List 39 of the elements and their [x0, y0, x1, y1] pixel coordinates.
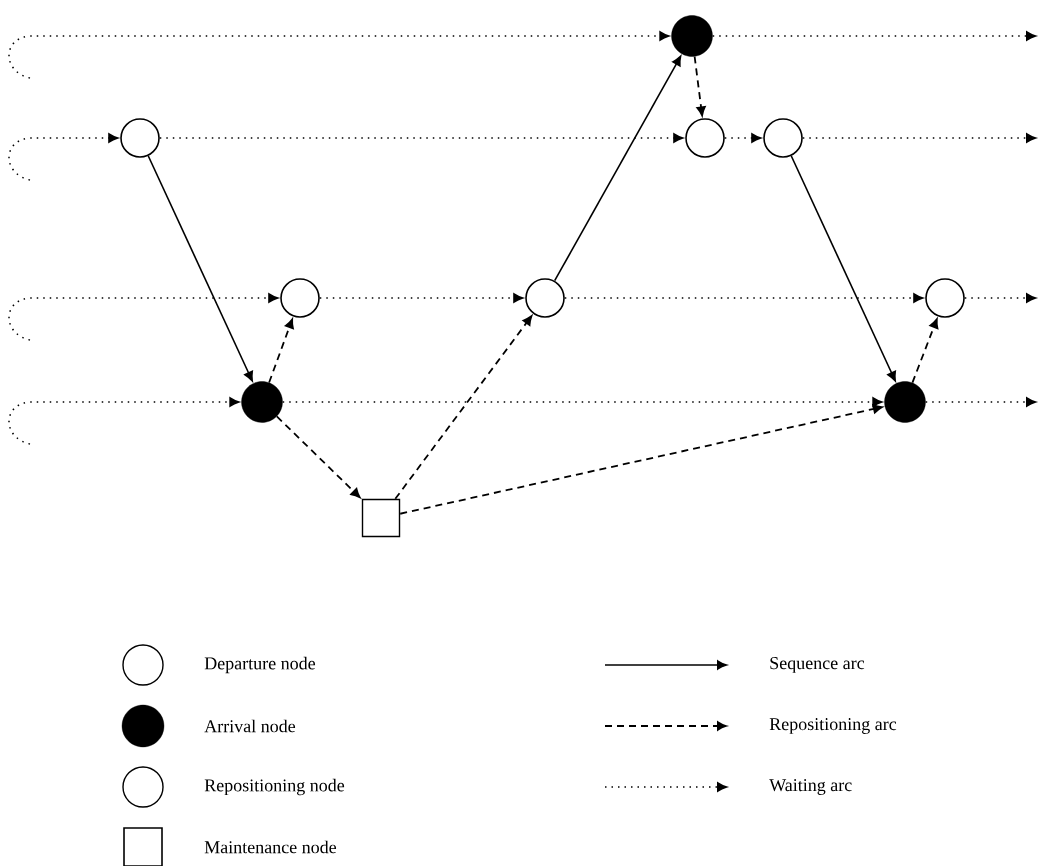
- arrow: [159, 133, 684, 143]
- arrow: [553, 55, 682, 282]
- arrow: [394, 315, 533, 500]
- arrow: [275, 415, 361, 499]
- circle-node: [280, 278, 320, 318]
- legend-label: Sequence arc: [770, 657, 865, 673]
- arrow: [911, 318, 939, 384]
- legend-label: Arrival node: [204, 719, 296, 733]
- arrow: [8, 31, 670, 79]
- circle-node: [763, 118, 803, 158]
- arrow: [268, 318, 294, 384]
- legend-label: Departure node: [204, 656, 316, 674]
- arrow: [147, 155, 253, 382]
- arrow: [802, 133, 1037, 143]
- filled-circle-node: [884, 381, 926, 423]
- circle-node: [925, 278, 965, 318]
- filled-circle-node: [241, 381, 283, 423]
- circle-node: [685, 118, 725, 158]
- arrow: [693, 55, 706, 117]
- arrow: [319, 293, 524, 303]
- legend-label: Repositioning arc: [769, 718, 897, 734]
- filled-circle-node: [671, 15, 713, 57]
- legend-label: Repositioning node: [204, 778, 345, 796]
- arrow: [281, 397, 883, 407]
- arrow: [724, 133, 762, 143]
- circle-node: [120, 118, 160, 158]
- arrow: [711, 31, 1037, 41]
- square-node: [361, 498, 401, 538]
- arrow: [924, 397, 1037, 407]
- arrow: [8, 293, 279, 341]
- arrow: [790, 155, 896, 382]
- arrow: [964, 293, 1037, 303]
- legend-label: Waiting arc: [769, 779, 852, 795]
- circle-node: [525, 278, 565, 318]
- arrow: [399, 404, 883, 515]
- arrow: [8, 133, 119, 181]
- arrow: [8, 397, 240, 445]
- arrow: [564, 293, 924, 303]
- legend-label: Maintenance node: [204, 840, 337, 854]
